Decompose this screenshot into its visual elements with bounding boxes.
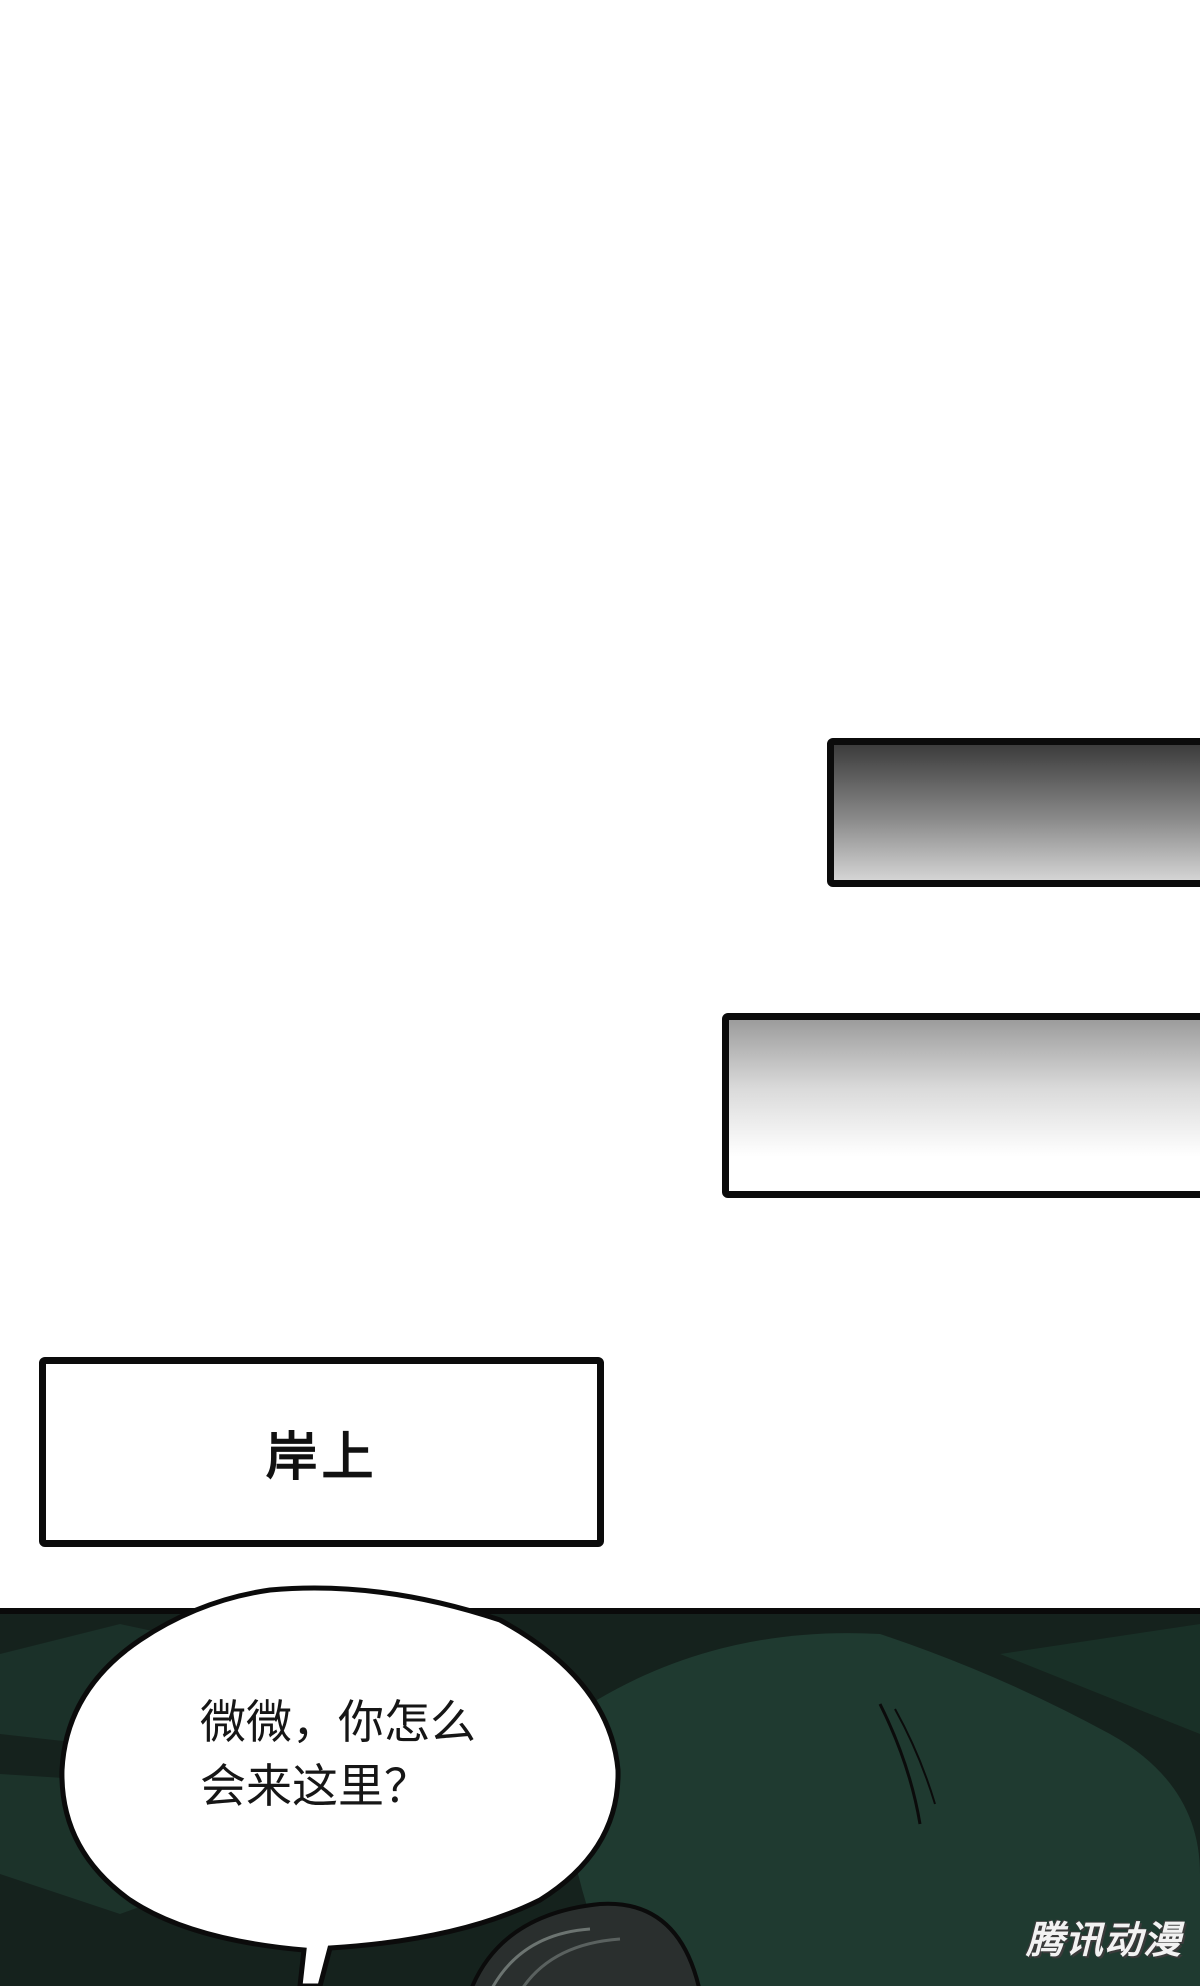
speech-bubble-text: 微微，你怎么 会来这里？ — [200, 1690, 560, 1818]
speech-line-2: 会来这里？ — [200, 1759, 430, 1813]
caption-box: 岸上 — [39, 1357, 604, 1547]
speech-bubble — [59, 1585, 621, 1986]
speech-line-1: 微微，你怎么 — [200, 1695, 476, 1749]
gradient-panel-dark — [827, 738, 1200, 887]
watermark-logo: 腾讯动漫 — [1025, 1918, 1182, 1962]
gradient-panel-light — [722, 1013, 1200, 1198]
caption-text: 岸上 — [265, 1426, 378, 1488]
